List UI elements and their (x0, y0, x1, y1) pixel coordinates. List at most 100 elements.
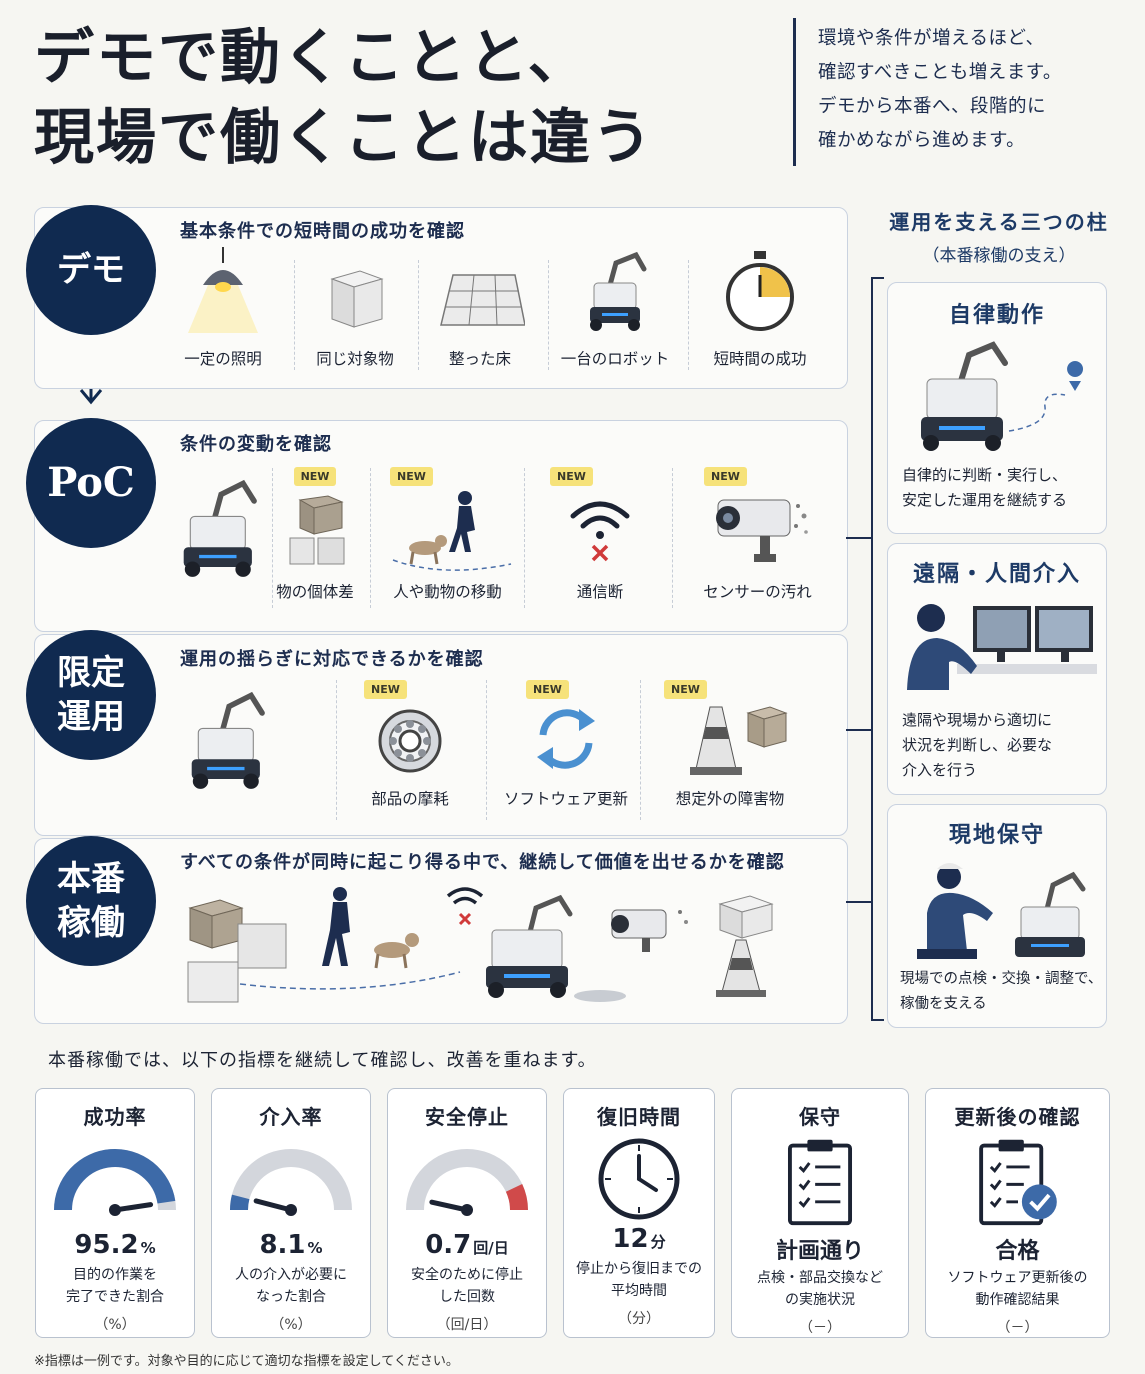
stage-name: PoC (47, 459, 135, 506)
item-label: 通信断 (576, 583, 624, 601)
divider (294, 260, 295, 370)
stage-limited-circle: 限定 運用 (26, 630, 156, 760)
stopwatch-icon (726, 251, 794, 331)
stage-poc-circle: PoC (26, 418, 156, 548)
pillar-desc-line: 遠隔や現場から適切に (902, 711, 1053, 729)
kpi-title: 成功率 (83, 1105, 147, 1129)
kpi-unit: 分 (650, 1233, 666, 1251)
kpi-desc-line: 停止から復旧までの (576, 1261, 702, 1277)
kpi-title: 更新後の確認 (954, 1105, 1081, 1129)
kpi-value: 合格 (995, 1239, 1040, 1264)
person-dog-icon (392, 491, 511, 571)
divider (370, 468, 371, 608)
new-badge: NEW (550, 467, 593, 486)
divider (272, 468, 273, 608)
gauge-track (406, 1149, 528, 1211)
pillar-title: 自律動作 (948, 303, 1045, 328)
clipboard-icon (787, 1139, 853, 1226)
demo-item-lighting: 一定の照明 (168, 245, 278, 369)
kpi-unit-note: （－） (799, 1320, 841, 1336)
limited-item-software-update: NEW ソフトウェア更新 (496, 680, 636, 809)
box-icon (330, 270, 384, 328)
poc-item-movement: NEW 人や動物の移動 (380, 467, 515, 602)
kpi-value: 8.1 (259, 1230, 306, 1260)
stage-production-description: すべての条件が同時に起こり得る中で、継続して価値を出せるかを確認 (180, 852, 785, 873)
poc-item-network-loss: NEW 通信断 (540, 467, 660, 602)
item-label: 人や動物の移動 (393, 583, 502, 601)
kpi-card-intervention-rate: 介入率 8.1% 人の介入が必要に なった割合 （%） (211, 1088, 371, 1338)
lamp-icon (188, 247, 258, 333)
title-line-2: 現場で働くことは違う (34, 103, 654, 173)
cone-box-icon (690, 706, 788, 775)
kpi-intro: 本番稼働では、以下の指標を継続して確認し、改善を重ねます。 (48, 1050, 597, 1071)
stage-demo-description: 基本条件での短時間の成功を確認 (180, 221, 465, 242)
kpi-desc-line: ソフトウェア更新後の (947, 1270, 1088, 1286)
intro-line: 確認すべきことも増えます。 (818, 62, 1062, 83)
gauge-meter (406, 1149, 528, 1216)
kpi-value: 計画通り (775, 1239, 864, 1264)
kpi-card-maintenance: 保守 計画通り 点検・部品交換など の実施状況 （－） (731, 1088, 909, 1338)
stage-name-line: 運用 (57, 697, 125, 737)
kpi-value-row: 95.2% (74, 1230, 155, 1260)
kpi-desc-line: 動作確認結果 (975, 1292, 1060, 1308)
stage-demo-panel (34, 207, 848, 389)
kpi-desc-line: 目的の作業を (73, 1267, 157, 1283)
stage-poc-panel (34, 420, 848, 632)
dog-icon (374, 933, 419, 969)
new-badge: NEW (526, 680, 569, 699)
new-badge: NEW (390, 467, 433, 486)
gauge-needle (253, 1198, 294, 1213)
item-label: 同じ対象物 (316, 350, 394, 368)
kpi-title: 安全停止 (425, 1105, 509, 1129)
stage-name-line: 限定 (57, 653, 125, 693)
floor-tiles-icon (440, 274, 525, 326)
stage-name-line: 本番 (57, 859, 125, 899)
gauge-hub (461, 1204, 473, 1216)
kpi-desc-line: の実施状況 (785, 1292, 855, 1308)
pillar-autonomous-card: 自律動作 自律的に判断・実行し、 安定した運用を継続する (887, 282, 1107, 534)
kpi-value: 95.2 (74, 1230, 139, 1260)
kpi-unit-note: （－） (996, 1320, 1039, 1336)
kpi-value-row: 8.1% (259, 1230, 322, 1260)
kpi-description: 目的の作業を 完了できた割合 (66, 1264, 164, 1308)
divider (672, 468, 673, 608)
limited-item-obstacle: NEW 想定外の障害物 (660, 680, 800, 809)
kpi-description: ソフトウェア更新後の 動作確認結果 (948, 1267, 1088, 1311)
kpi-card-success-rate: 成功率 95.2% 目的の作業を 完了できた割合 （%） (35, 1088, 195, 1338)
item-label: 想定外の障害物 (675, 790, 785, 808)
pillar-remote-card: 遠隔・人間介入 遠隔や現場から適切に 状況を判断し、必要な 介入を行う (887, 543, 1107, 795)
pillar-desc-line: 自律的に判断・実行し、 (902, 466, 1068, 484)
stage-name: デモ (57, 250, 125, 290)
page-title: デモで動くことと、 現場で働くことは違う (34, 18, 654, 178)
kpi-title: 保守 (799, 1105, 841, 1129)
divider (640, 680, 641, 820)
pillars-title: 運用を支える三つの柱 (889, 210, 1109, 234)
item-label: 短時間の成功 (713, 350, 807, 368)
demo-item-same-object: 同じ対象物 (300, 245, 410, 369)
pillar-title: 現地保守 (948, 823, 1045, 848)
pillar-description: 現場での点検・交換・調整で、 稼働を支える (900, 967, 1106, 1017)
poc-item-variation: NEW 物の個体差 (260, 467, 370, 602)
intro-line: デモから本番へ、段階的に (818, 96, 1047, 117)
divider (688, 260, 689, 370)
poc-item-sensor-dirt: NEW センサーの汚れ (690, 467, 825, 602)
cone-box-icon (716, 895, 774, 997)
pillars-bracket (846, 277, 884, 1021)
item-label: 物の個体差 (276, 583, 354, 601)
kpi-desc-line: 安全のために停止 (411, 1267, 523, 1283)
pillar-desc-line: 稼働を支える (900, 996, 987, 1012)
stage-demo-circle: デモ (26, 205, 156, 335)
gauge-fill (230, 1194, 250, 1211)
pillar-title: 遠隔・人間介入 (912, 562, 1081, 587)
intro-line: 確かめながら進めます。 (818, 130, 1026, 151)
kpi-value: 12 (612, 1224, 649, 1254)
kpi-unit: % (140, 1239, 156, 1257)
movement-path (239, 971, 461, 990)
new-badge: NEW (664, 680, 707, 699)
gauge-alert-zone (505, 1184, 528, 1211)
gauge-fill (54, 1149, 176, 1211)
boxes-icon (187, 899, 287, 1003)
kpi-desc-line: した回数 (439, 1289, 495, 1305)
